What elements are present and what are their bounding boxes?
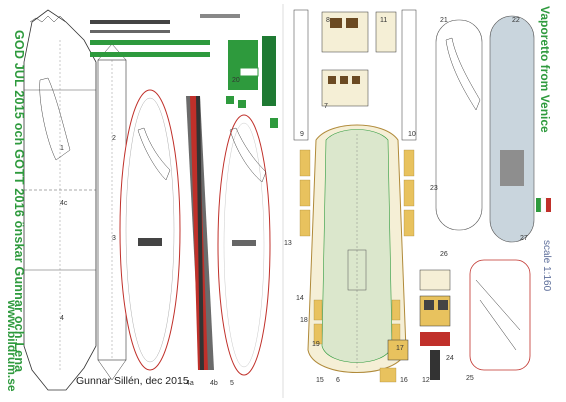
part-number-20: 20	[232, 77, 240, 84]
part-number-4c: 4c	[60, 200, 68, 207]
parts-7-8-9-window-panels	[293, 9, 417, 141]
part-number-1: 1	[60, 145, 64, 152]
part-5-roof	[217, 114, 271, 376]
part-number-4a: 4a	[186, 380, 194, 387]
part-number-11: 11	[380, 17, 387, 24]
part-number-4b: 4b	[210, 380, 218, 387]
part-number-8: 8	[326, 17, 330, 24]
yellow-bench-rows	[299, 149, 415, 383]
part-number-7: 7	[324, 103, 328, 110]
model-title: Vaporetto from Venice	[538, 6, 552, 133]
part-4a-deck	[119, 89, 181, 371]
part-number-18: 18	[300, 317, 308, 324]
part-number-3: 3	[112, 235, 116, 242]
part-number-24: 24	[446, 355, 454, 362]
part-number-13: 13	[284, 240, 292, 247]
part-number-23: 23	[430, 185, 438, 192]
part-number-25: 25	[466, 375, 474, 382]
part-number-21: 21	[440, 17, 448, 24]
part-number-labels: 1 2 3 4 4b 4a 4c 5 6 7 8 9 10 11 12 13 1…	[60, 17, 528, 387]
part-number-16: 16	[400, 377, 408, 384]
part-number-2: 2	[112, 135, 116, 142]
part-number-22: 22	[512, 17, 520, 24]
part-number-9: 9	[300, 131, 304, 138]
rail-strips	[90, 14, 278, 128]
part-number-15: 15	[316, 377, 324, 384]
part-number-19: 19	[312, 341, 320, 348]
part-number-27: 27	[520, 235, 528, 242]
part-1-hull-net	[23, 9, 97, 391]
scale-label: scale 1:160	[541, 240, 552, 292]
author-credit: Gunnar Sillén, dec 2015	[76, 375, 189, 387]
part-number-4: 4	[60, 315, 64, 322]
part-number-14: 14	[296, 295, 304, 302]
part-number-6: 6	[336, 377, 340, 384]
part-22-roof	[489, 15, 535, 243]
part-number-26: 26	[440, 251, 448, 258]
part-number-10: 10	[408, 131, 416, 138]
italian-flag	[536, 197, 551, 213]
part-21-cabin	[435, 19, 483, 231]
lower-right-parts	[387, 259, 531, 380]
part-6-deck-plan	[307, 124, 407, 373]
part-number-5: 5	[230, 380, 234, 387]
part-number-12: 12	[422, 377, 430, 384]
part-number-17: 17	[396, 345, 404, 352]
part-4b-fender-strip	[186, 96, 214, 370]
website-url: www.bildrum.se	[5, 300, 19, 392]
